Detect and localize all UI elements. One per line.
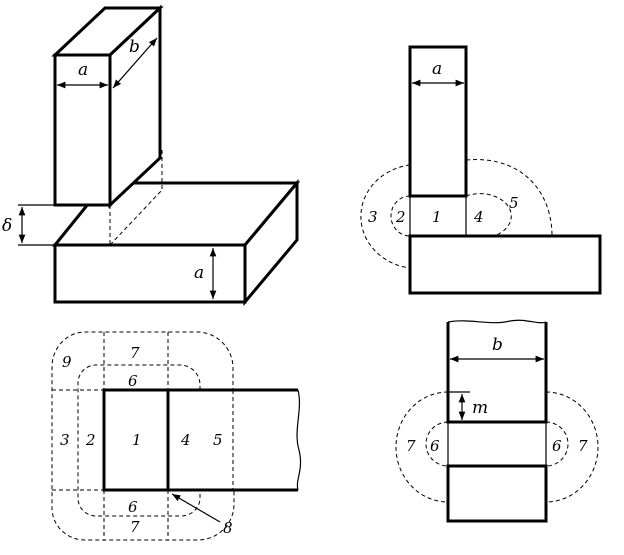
hidden-edge xyxy=(109,189,163,246)
region-6-label: 6 xyxy=(128,498,138,516)
block-footprint xyxy=(102,388,170,492)
side-view: b m 7 6 6 7 xyxy=(395,319,599,523)
block-front xyxy=(408,45,468,198)
region-1-label: 1 xyxy=(132,431,142,449)
region-6-label: 6 xyxy=(552,437,562,455)
region-2-label: 2 xyxy=(395,208,406,226)
dim-m-label: m xyxy=(472,398,488,418)
block-break-line xyxy=(447,319,547,324)
slab-front-face xyxy=(53,243,247,304)
region-4-label: 4 xyxy=(473,208,484,226)
field-region-7-left xyxy=(395,391,449,503)
region-6-label: 6 xyxy=(430,437,440,455)
region-1-label: 1 xyxy=(432,208,442,226)
delta-label: δ xyxy=(2,216,12,236)
field-region-5 xyxy=(465,159,553,237)
field-region-2 xyxy=(390,195,411,237)
region-7-label: 7 xyxy=(130,344,140,362)
field-region-3 xyxy=(360,164,411,269)
region-3-label: 3 xyxy=(368,208,378,226)
slab-outline xyxy=(166,388,298,492)
block-side xyxy=(446,322,548,424)
region-8-label: 8 xyxy=(223,519,233,537)
plan-view: 1 2 3 4 5 6 6 7 7 8 9 xyxy=(51,331,302,541)
front-view: a 3 2 1 4 5 xyxy=(360,45,602,295)
isometric-view: a b δ a xyxy=(2,4,301,307)
region-7-label: 7 xyxy=(406,437,416,455)
field-region-7-right xyxy=(545,391,599,503)
region-8-leader xyxy=(171,493,221,523)
field-region-7 xyxy=(51,331,298,541)
dim-b-label: b xyxy=(129,37,140,57)
dim-b-line xyxy=(112,37,158,89)
region-3-label: 3 xyxy=(60,431,70,449)
region-7-label: 7 xyxy=(578,437,588,455)
region-2-label: 2 xyxy=(85,431,96,449)
region-4-label: 4 xyxy=(180,431,191,449)
region-6-label: 6 xyxy=(128,372,138,390)
region-7-label: 7 xyxy=(130,518,140,536)
field-region-6-right xyxy=(545,421,569,467)
slab-break-line xyxy=(296,389,302,491)
region-5-label: 5 xyxy=(509,194,519,212)
block-front-face xyxy=(53,53,112,207)
dim-b-label: b xyxy=(492,335,503,355)
dim-a2-label: a xyxy=(194,263,204,283)
slab-side xyxy=(446,464,548,523)
region-5-label: 5 xyxy=(213,431,223,449)
field-region-4 xyxy=(465,193,512,237)
slab-front xyxy=(408,234,602,295)
field-region-6 xyxy=(77,364,201,517)
dim-a-label: a xyxy=(78,60,88,80)
region-9-label: 9 xyxy=(62,353,72,371)
dim-a-label: a xyxy=(432,59,442,79)
slab-right-face xyxy=(243,178,299,307)
field-region-6-left xyxy=(425,421,449,467)
